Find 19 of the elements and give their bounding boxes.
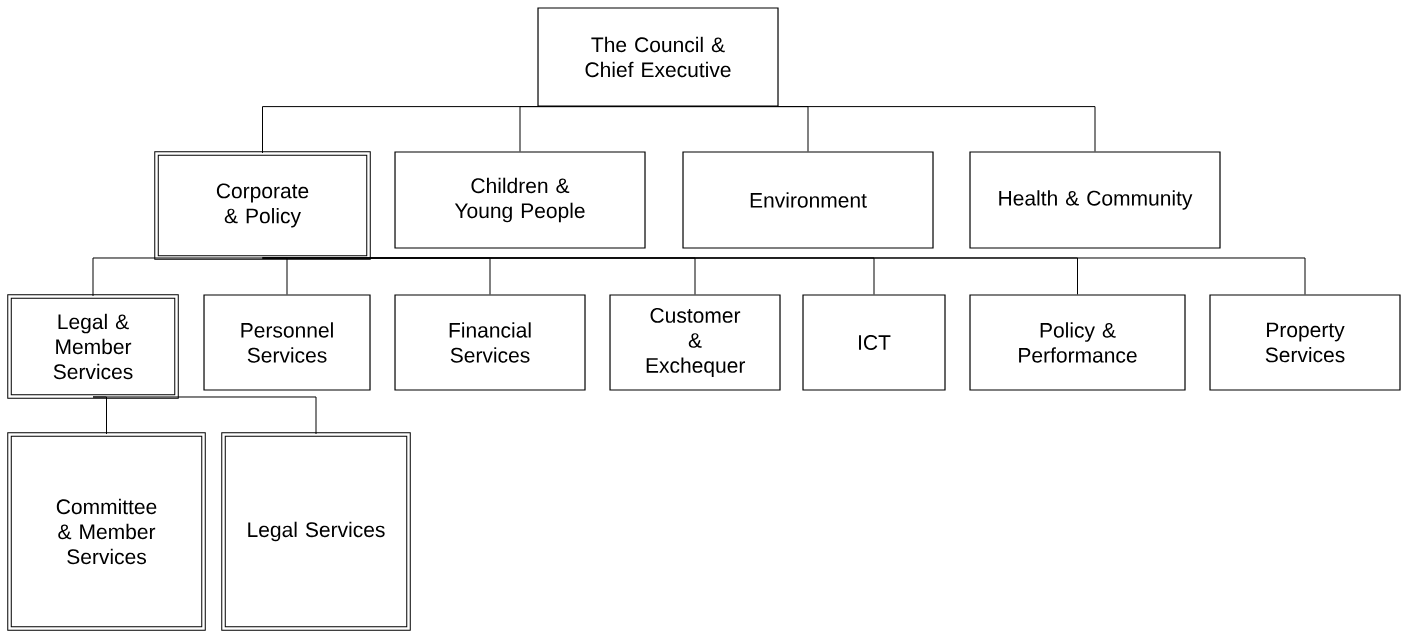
org-box: Policy & Performance bbox=[969, 294, 1186, 391]
org-box: Customer & Exchequer bbox=[609, 294, 781, 391]
connector-line bbox=[92, 257, 263, 297]
org-box: Environment bbox=[682, 151, 934, 249]
connector-line bbox=[657, 106, 1096, 152]
org-box: Property Services bbox=[1209, 294, 1401, 391]
org-box: Committee & Member Services bbox=[7, 432, 206, 631]
org-box: The Council & Chief Executive bbox=[537, 7, 779, 107]
org-box: Financial Services bbox=[394, 294, 586, 391]
org-box: ICT bbox=[802, 294, 946, 391]
org-box: Personnel Services bbox=[203, 294, 371, 391]
connector-line bbox=[519, 106, 659, 152]
org-box: Legal & Member Services bbox=[7, 294, 179, 399]
org-box: Corporate & Policy bbox=[154, 151, 371, 260]
org-box: Children & Young People bbox=[394, 151, 646, 249]
connector-line bbox=[92, 396, 317, 435]
connector-line bbox=[262, 257, 1306, 295]
org-box: Health & Community bbox=[969, 151, 1221, 249]
org-box: Legal Services bbox=[221, 432, 411, 631]
